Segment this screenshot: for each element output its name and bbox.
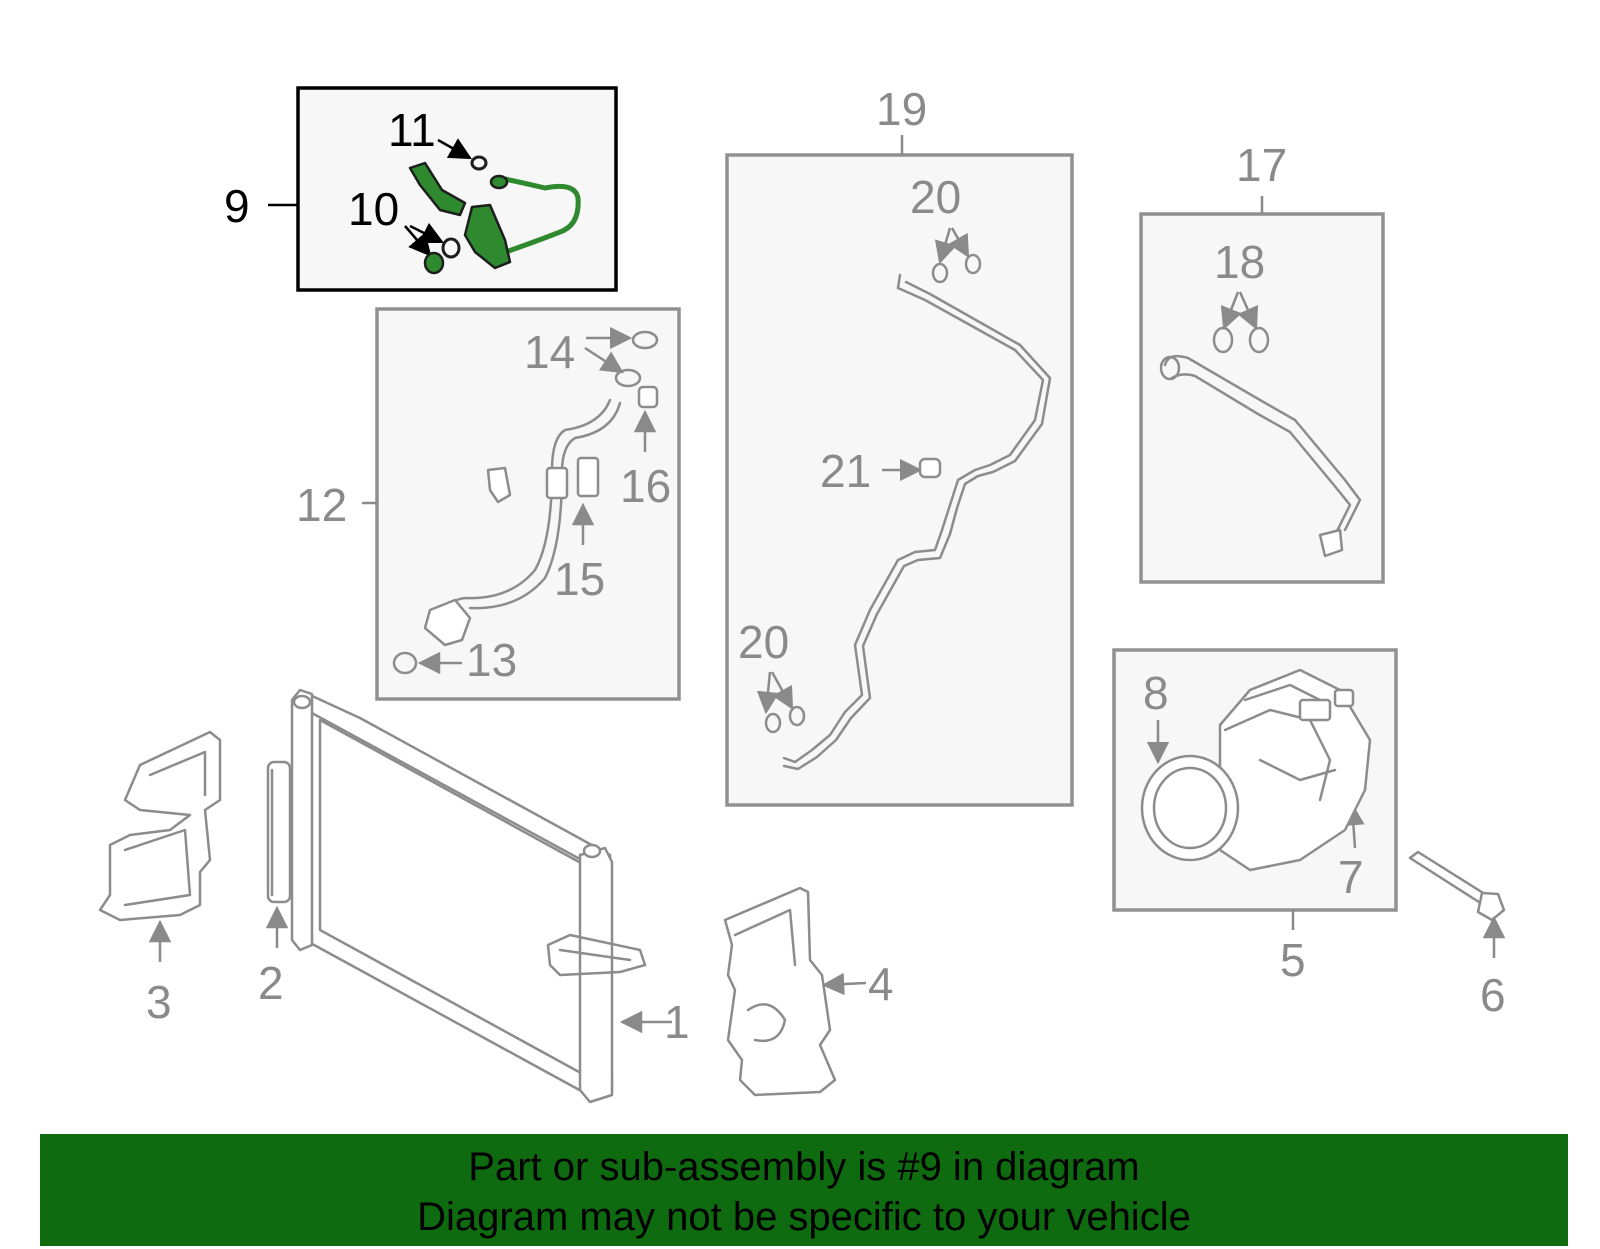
part-3-air-guide[interactable]: 3 <box>98 730 222 1028</box>
box-part-9[interactable]: 9 11 10 <box>224 86 618 292</box>
leader-10b <box>409 222 445 244</box>
part-6-bolt[interactable]: 6 <box>1408 850 1506 1021</box>
part-4-air-guide[interactable]: 4 <box>723 886 894 1097</box>
callout-12[interactable]: 12 <box>296 479 347 531</box>
box-12-frame <box>375 307 681 701</box>
hose-assembly-9[interactable] <box>408 155 581 275</box>
o-ring-11 <box>470 155 488 171</box>
callout-15[interactable]: 15 <box>554 553 605 605</box>
callout-18[interactable]: 18 <box>1214 236 1265 288</box>
callout-16[interactable]: 16 <box>620 460 671 512</box>
callout-3[interactable]: 3 <box>146 976 172 1028</box>
callout-19[interactable]: 19 <box>876 83 927 135</box>
box-part-17[interactable]: 17 18 <box>1139 139 1385 584</box>
callout-13[interactable]: 13 <box>466 634 517 686</box>
leader-10a <box>404 225 432 257</box>
compressor-body <box>1140 668 1372 872</box>
box-19-frame <box>725 153 1074 807</box>
callout-8[interactable]: 8 <box>1143 667 1169 719</box>
box-part-5[interactable]: 5 8 7 <box>1112 648 1398 986</box>
callout-20-bottom[interactable]: 20 <box>738 616 789 668</box>
callout-20-top[interactable]: 20 <box>910 171 961 223</box>
banner-line-1: Part or sub-assembly is #9 in diagram <box>468 1145 1140 1189</box>
callout-5[interactable]: 5 <box>1280 934 1306 986</box>
callout-1[interactable]: 1 <box>664 996 690 1048</box>
o-ring-10a <box>423 251 445 275</box>
callout-2[interactable]: 2 <box>258 957 284 1009</box>
callout-4[interactable]: 4 <box>868 958 894 1010</box>
box-part-12[interactable]: 12 14 16 15 13 <box>296 307 681 701</box>
callout-7[interactable]: 7 <box>1338 851 1364 903</box>
callout-6[interactable]: 6 <box>1480 969 1506 1021</box>
o-ring-10b <box>441 237 461 259</box>
callout-11[interactable]: 11 <box>388 104 436 156</box>
callout-9[interactable]: 9 <box>224 180 250 232</box>
part-1-condenser[interactable]: 1 <box>290 688 690 1104</box>
callout-17[interactable]: 17 <box>1236 139 1287 191</box>
leader-11 <box>437 138 472 160</box>
box-part-19[interactable]: 19 20 21 20 <box>725 83 1074 807</box>
callout-21[interactable]: 21 <box>820 445 871 497</box>
part-2-receiver-drier[interactable]: 2 <box>258 760 292 1009</box>
callout-10[interactable]: 10 <box>348 183 399 235</box>
banner-line-2: Diagram may not be specific to your vehi… <box>417 1195 1191 1239</box>
callout-14[interactable]: 14 <box>524 326 575 378</box>
info-banner: Part or sub-assembly is #9 in diagram Di… <box>40 1134 1568 1246</box>
